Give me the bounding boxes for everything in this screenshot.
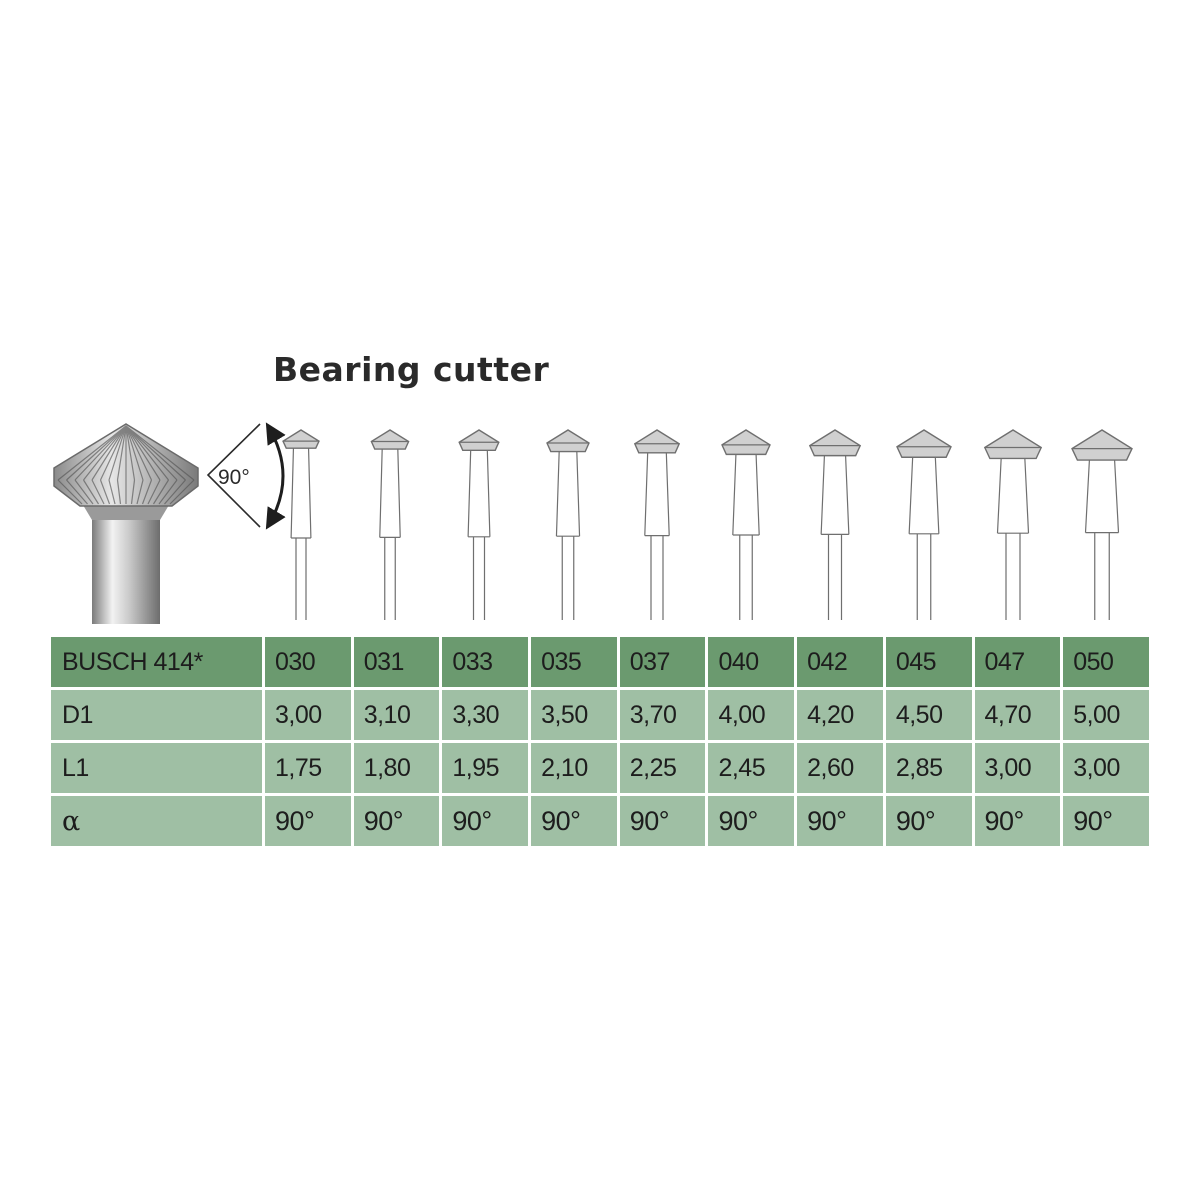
row-label: BUSCH 414* [51,637,262,690]
angle-annotation: 90° [206,422,286,530]
tool-neck [732,454,760,536]
size-cell: 037 [619,637,706,690]
tool-head [983,429,1043,460]
angle-guide-lines [206,423,261,528]
tool-drawing [546,429,590,620]
tool-drawing [721,429,771,620]
size-cell: 042 [797,637,883,690]
l1-cell: 2,25 [619,743,706,796]
tool-shank [739,535,753,620]
cutter-photo [53,423,199,624]
table-row-d1: D1 3,00 3,10 3,30 3,50 3,70 4,00 4,20 4,… [51,690,1149,743]
d1-cell: 3,10 [353,690,440,743]
tool-drawing [282,429,320,620]
alpha-cell: 90° [531,796,617,849]
alpha-cell: 90° [265,796,351,849]
tool-drawing [896,429,952,620]
tool-drawing [633,429,681,620]
table-row-model: BUSCH 414* 030 031 033 035 037 040 042 0… [51,637,1149,690]
tool-shank [650,535,664,620]
tool-neck [996,458,1030,534]
size-cell: 050 [1063,637,1149,690]
size-cell: 045 [885,637,972,690]
tool-shank [561,536,575,620]
alpha-cell: 90° [708,796,795,849]
row-label: D1 [51,690,262,743]
tool-shank [472,536,486,620]
tool-head [458,429,500,451]
l1-cell: 1,80 [353,743,440,796]
tool-head [282,429,320,449]
l1-cell: 3,00 [974,743,1061,796]
row-label: L1 [51,743,262,796]
tool-head [1071,429,1133,461]
tool-neck [290,448,312,539]
tool-head [808,429,862,457]
spec-table: BUSCH 414* 030 031 033 035 037 040 042 0… [48,637,1152,849]
tool-drawing [1071,429,1133,620]
size-cell: 040 [708,637,795,690]
tool-neck [820,455,850,535]
tool-drawing [370,429,410,620]
tool-neck [555,451,581,537]
alpha-cell: 90° [353,796,440,849]
size-cell: 033 [442,637,529,690]
tool-shank [1005,533,1021,620]
tool-neck [908,457,940,535]
tool-head [896,429,952,458]
l1-cell: 2,10 [531,743,617,796]
page-title: Bearing cutter [273,350,550,389]
tool-drawing [458,429,500,620]
alpha-cell: 90° [619,796,706,849]
l1-cell: 2,45 [708,743,795,796]
alpha-cell: 90° [1063,796,1149,849]
tool-shank [384,537,396,620]
size-cell: 030 [265,637,351,690]
l1-cell: 2,85 [885,743,972,796]
tool-head [633,429,681,454]
tool-neck [379,449,401,538]
tool-head [370,429,410,450]
alpha-cell: 90° [974,796,1061,849]
tool-drawing [808,429,862,620]
tool-neck [1084,460,1120,534]
tool-drawing [983,429,1043,620]
tool-shank [1094,532,1110,620]
d1-cell: 4,50 [885,690,972,743]
tool-drawings [282,429,1133,620]
alpha-cell: 90° [442,796,529,849]
d1-cell: 3,50 [531,690,617,743]
tool-shank [827,534,843,620]
d1-cell: 3,00 [265,690,351,743]
tool-head [546,429,590,453]
size-cell: 031 [353,637,440,690]
l1-cell: 1,75 [265,743,351,796]
tool-neck [644,452,670,537]
l1-cell: 1,95 [442,743,529,796]
tool-shank [916,533,932,620]
angle-arrow [265,422,286,530]
table-row-l1: L1 1,75 1,80 1,95 2,10 2,25 2,45 2,60 2,… [51,743,1149,796]
d1-cell: 5,00 [1063,690,1149,743]
size-cell: 047 [974,637,1061,690]
d1-cell: 3,70 [619,690,706,743]
alpha-cell: 90° [797,796,883,849]
tool-illustration: 90° [53,422,1133,624]
d1-cell: 4,70 [974,690,1061,743]
cutter-photo-shank [92,516,160,624]
angle-label: 90° [218,466,250,489]
l1-cell: 3,00 [1063,743,1149,796]
tool-neck [467,450,491,538]
row-label: α [51,796,262,849]
d1-cell: 4,20 [797,690,883,743]
table-row-alpha: α 90° 90° 90° 90° 90° 90° 90° 90° 90° 90… [51,796,1149,849]
d1-cell: 3,30 [442,690,529,743]
tool-shank [295,538,307,620]
size-cell: 035 [531,637,617,690]
alpha-cell: 90° [885,796,972,849]
l1-cell: 2,60 [797,743,883,796]
tool-head [721,429,771,456]
d1-cell: 4,00 [708,690,795,743]
